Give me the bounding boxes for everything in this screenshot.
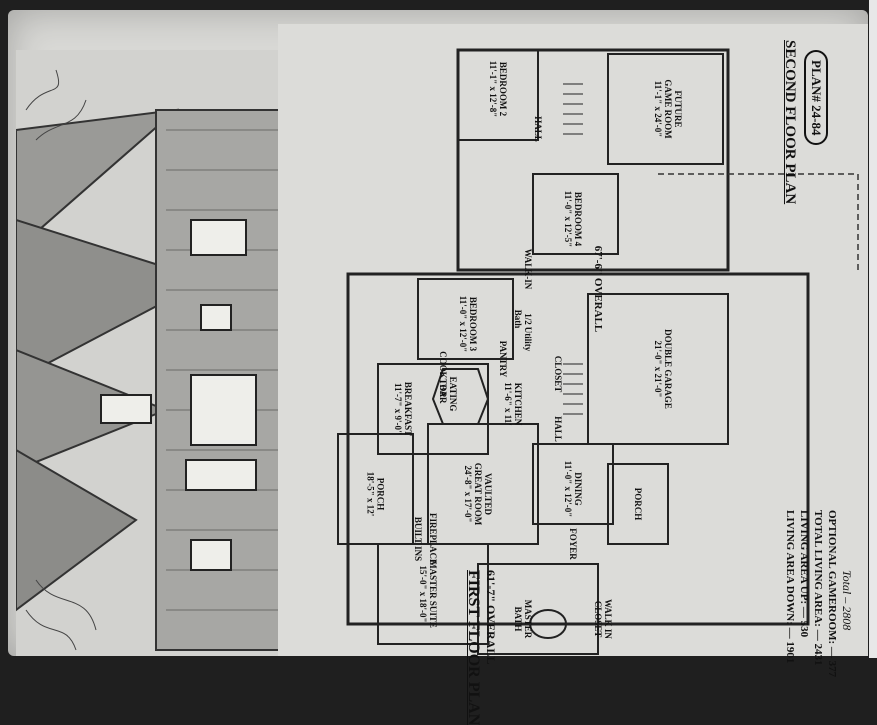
front-porch-label: PORCH	[633, 487, 643, 521]
plan-number-badge: PLAN# 24-84	[804, 50, 828, 146]
hall-label: HALL	[553, 416, 563, 442]
edge-strip	[869, 0, 877, 658]
second-floor-title: SECOND FLOOR PLAN	[782, 40, 798, 205]
first-floor-title: FIRST FLOOR PLAN	[465, 570, 482, 725]
house-elevation-drawing	[15, 50, 317, 656]
living-area-up: LIVING AREA UP: — 530	[798, 510, 810, 638]
total-living-area: TOTAL LIVING AREA: — 2431	[812, 510, 824, 666]
walkin-label: WALK-IN	[523, 248, 533, 290]
elevation-sketch	[15, 50, 317, 656]
optional-gameroom: OPTIONAL GAMEROOM: — 377	[826, 510, 838, 678]
overall-width-label: 61'-7" OVERALL	[484, 570, 498, 665]
overall-depth-label: 67'-6" OVERALL	[592, 245, 604, 333]
built-ins-label: BUILT INS	[413, 516, 423, 562]
foyer-label: FOYER	[568, 528, 578, 560]
handwritten-total: Total – 2808	[840, 570, 854, 631]
fireplace-label: FIREPLACE	[428, 512, 438, 565]
pantry-label: PANTRY	[498, 340, 508, 378]
hall-2-label: HALL	[533, 116, 543, 142]
living-area-down: LIVING AREA DOWN: — 1901	[784, 510, 796, 664]
closet-label: CLOSET	[553, 355, 563, 393]
floor-plan-walls	[278, 24, 868, 656]
